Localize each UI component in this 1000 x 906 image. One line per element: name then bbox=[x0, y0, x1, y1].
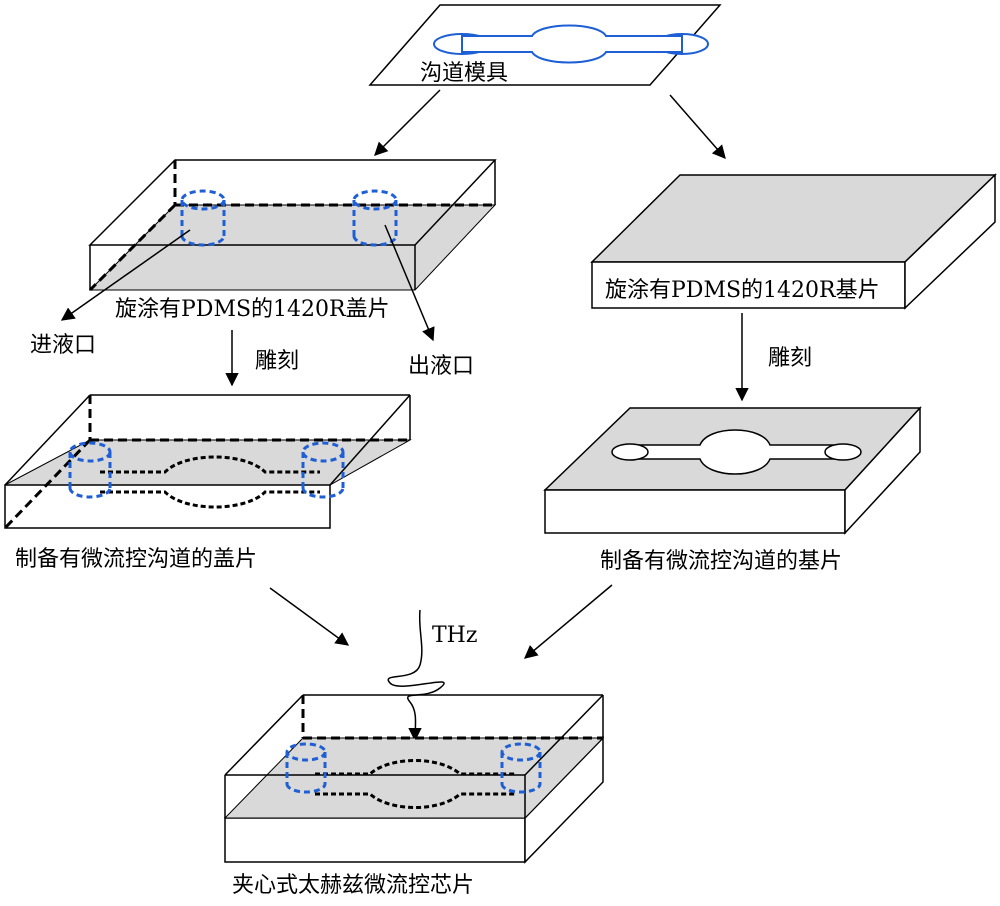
arrow-mold-to-substrate bbox=[669, 94, 726, 160]
mold-label: 沟道模具 bbox=[420, 61, 508, 86]
substrate-channel-label: 制备有微流控沟道的基片 bbox=[600, 549, 842, 574]
chip-channel bbox=[315, 759, 515, 809]
cover-slab-spin: 旋涂有PDMS的1420R盖片 bbox=[88, 159, 497, 322]
thz-label: THz bbox=[432, 623, 477, 648]
chip-ports bbox=[285, 742, 542, 794]
cover-ports bbox=[180, 189, 398, 247]
arrow-cover-to-chip bbox=[269, 587, 350, 646]
thz-beam: THz bbox=[387, 609, 477, 742]
substrate-slab-channel: 制备有微流控沟道的基片 bbox=[543, 406, 922, 574]
cover-channel-ports bbox=[68, 441, 345, 499]
final-chip-label: 夹心式太赫兹微流控芯片 bbox=[232, 873, 474, 898]
channel-mold: 沟道模具 bbox=[368, 4, 722, 86]
inlet-label: 进液口 bbox=[30, 333, 96, 358]
final-chip: 夹心式太赫兹微流控芯片 bbox=[223, 694, 605, 898]
arrow-mold-to-cover bbox=[374, 89, 441, 156]
substrate-channel bbox=[611, 429, 862, 475]
substrate-slab-spin: 旋涂有PDMS的1420R基片 bbox=[590, 173, 997, 310]
etch-right-label: 雕刻 bbox=[768, 346, 812, 371]
substrate-spin-label: 旋涂有PDMS的1420R基片 bbox=[605, 278, 880, 303]
cover-channel-label: 制备有微流控沟道的盖片 bbox=[15, 547, 257, 572]
cover-slab-channel: 制备有微流控沟道的盖片 bbox=[3, 394, 412, 572]
outlet-label: 出液口 bbox=[408, 354, 474, 379]
outlet-pointer bbox=[384, 224, 435, 342]
mold-channel-pattern bbox=[433, 24, 709, 64]
etch-left-label: 雕刻 bbox=[255, 349, 299, 374]
arrow-substrate-to-chip bbox=[523, 584, 613, 659]
cover-spin-label: 旋涂有PDMS的1420R盖片 bbox=[115, 297, 390, 322]
inlet-pointer bbox=[60, 229, 191, 321]
